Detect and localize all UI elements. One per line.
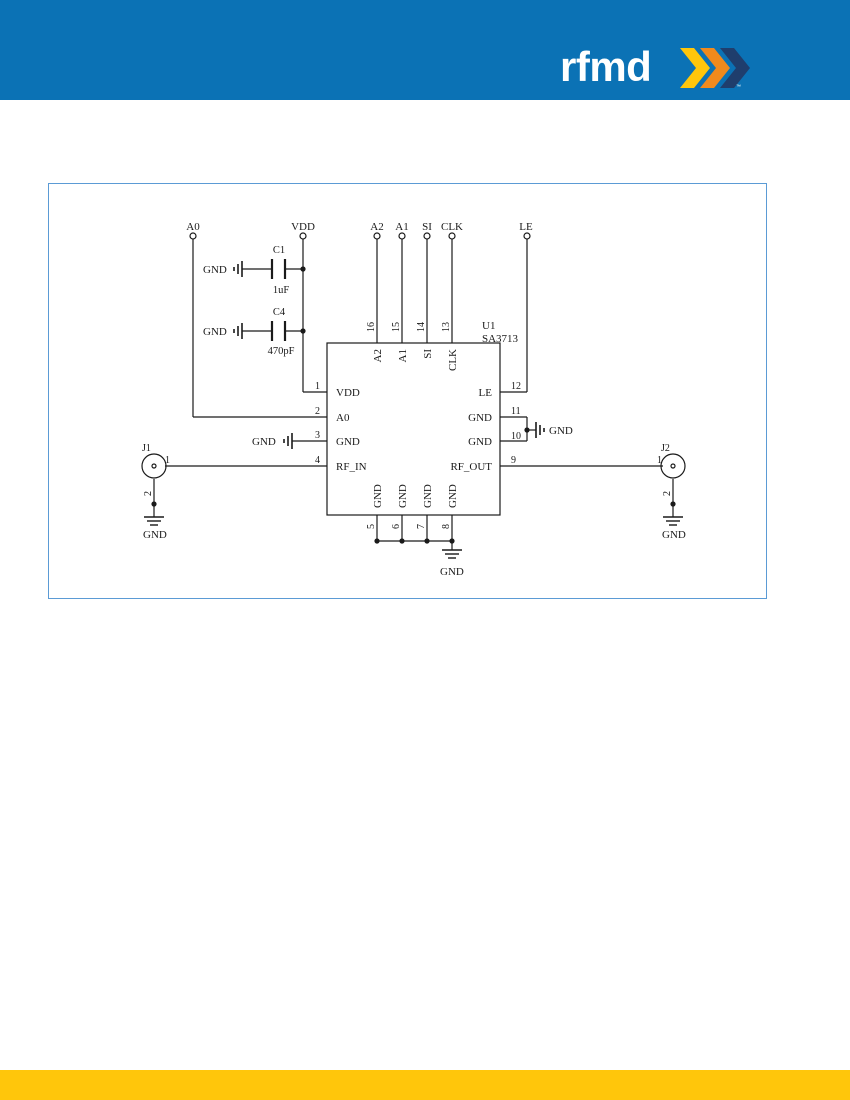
gnd-label-j1: GND (143, 529, 167, 541)
chevron-icon (680, 48, 750, 88)
gnd-label-c1: GND (203, 264, 227, 276)
pin-11-name: GND (468, 412, 492, 424)
gnd-label-c4: GND (203, 326, 227, 338)
capacitor-c1-value: 1uF (273, 285, 290, 296)
pin-15-number: 15 (391, 322, 402, 332)
footer-bar (0, 1070, 850, 1100)
port-a0 (189, 232, 197, 240)
pin-10-number: 10 (511, 431, 521, 442)
pin-9-number: 9 (511, 455, 516, 466)
gnd-label-pin10: GND (549, 425, 573, 437)
port-a0-label: A0 (186, 221, 200, 233)
pin-12-name: LE (479, 387, 493, 399)
pin-6-number: 6 (391, 524, 402, 529)
pin-3-name: GND (336, 436, 360, 448)
pin-5-number: 5 (366, 524, 377, 529)
pin-14-number: 14 (416, 322, 427, 332)
pin-14-name: SI (422, 349, 434, 359)
pin-16-number: 16 (366, 322, 377, 332)
pin-7-number: 7 (416, 524, 427, 529)
capacitor-c1-ref: C1 (273, 245, 285, 256)
pin-4-name: RF_IN (336, 461, 367, 473)
port-vdd (299, 232, 307, 240)
pin-3-number: 3 (315, 430, 320, 441)
connector-j2-symbol (660, 453, 686, 479)
port-a1-label: A1 (395, 221, 408, 233)
rfmd-logo: rfmd ™ (560, 44, 760, 96)
pin-4-number: 4 (315, 455, 320, 466)
pin-12-number: 12 (511, 381, 521, 392)
port-si-label: SI (422, 221, 432, 233)
pin-5-name: GND (372, 484, 384, 508)
pin-6-name: GND (397, 484, 409, 508)
schematic-frame (48, 183, 767, 599)
port-a2-label: A2 (370, 221, 383, 233)
port-a1 (398, 232, 406, 240)
connector-j1-pin1: 1 (165, 455, 170, 466)
pin-11-number: 11 (511, 406, 521, 417)
port-le (523, 232, 531, 240)
port-le-label: LE (519, 221, 533, 233)
trademark-mark: ™ (736, 84, 741, 90)
port-a2 (373, 232, 381, 240)
pin-1-name: VDD (336, 387, 360, 399)
capacitor-c4-ref: C4 (273, 307, 286, 318)
capacitor-c4-value: 470pF (268, 346, 295, 357)
pin-9-name: RF_OUT (450, 461, 492, 473)
pin-2-number: 2 (315, 406, 320, 417)
pin-8-name: GND (447, 484, 459, 508)
pin-13-name: CLK (447, 349, 459, 371)
ic-ref: U1 (482, 320, 495, 332)
pin-13-number: 13 (441, 322, 452, 332)
connector-j1-ref: J1 (142, 443, 151, 454)
header-banner: rfmd ™ (0, 0, 850, 100)
port-clk (448, 232, 456, 240)
pin-7-name: GND (422, 484, 434, 508)
pin-10-name: GND (468, 436, 492, 448)
connector-j1-symbol (141, 453, 167, 479)
pin-8-number: 8 (441, 524, 452, 529)
connector-j2-pin2: 2 (662, 491, 673, 496)
port-clk-label: CLK (441, 221, 463, 233)
pin-15-name: A1 (397, 349, 409, 362)
pin-1-number: 1 (315, 381, 320, 392)
logo-wordmark: rfmd (560, 43, 652, 90)
pin-2-name: A0 (336, 412, 350, 424)
ic-body (326, 342, 501, 516)
gnd-label-bottom: GND (440, 566, 464, 578)
pin-16-name: A2 (372, 349, 384, 362)
port-si (423, 232, 431, 240)
gnd-label-j2: GND (662, 529, 686, 541)
connector-j1-pin2: 2 (143, 491, 154, 496)
connector-j2-pin1: 1 (657, 455, 662, 466)
connector-j2-ref: J2 (661, 443, 670, 454)
gnd-label-pin3: GND (252, 436, 276, 448)
ic-value: SA3713 (482, 333, 519, 345)
port-vdd-label: VDD (291, 221, 315, 233)
